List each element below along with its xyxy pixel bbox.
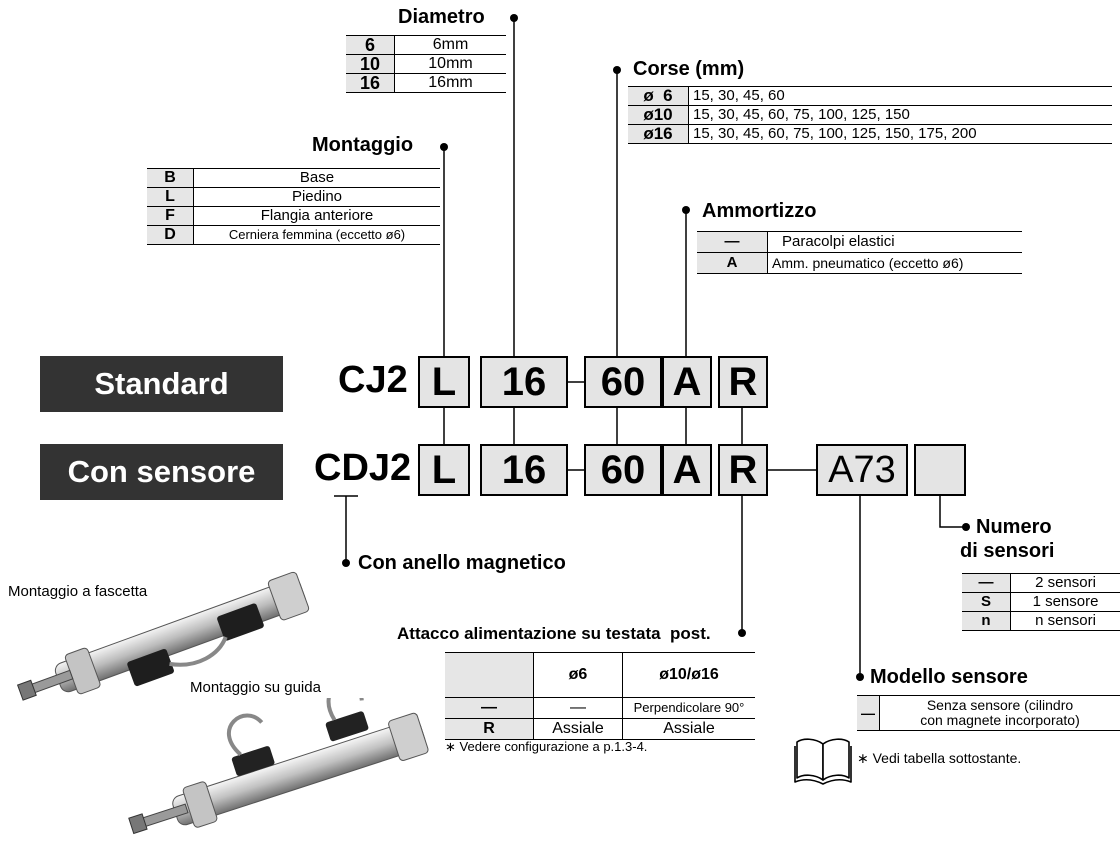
modello-note: ∗ Vedi tabella sottostante. xyxy=(857,750,1022,766)
standard-cushion-box: A xyxy=(662,356,712,408)
photo-label-rail: Montaggio su guida xyxy=(190,679,321,696)
standard-port-box: R xyxy=(718,356,768,408)
table-row: — — Perpendicolare 90° xyxy=(445,697,755,719)
table-row: —Paracolpi elastici xyxy=(697,231,1022,253)
sensor-prefix: CDJ2 xyxy=(314,447,412,489)
corse-title: Corse (mm) xyxy=(633,58,745,80)
con-sensore-label: Con sensore xyxy=(40,444,283,500)
standard-stroke-box: 60 xyxy=(584,356,662,408)
numero-title-2: di sensori xyxy=(960,540,1055,562)
book-icon xyxy=(794,738,852,785)
table-row: ø6 ø10/ø16 xyxy=(445,652,755,698)
standard-prefix: CJ2 xyxy=(338,359,408,401)
cylinder-band-mount-image xyxy=(16,571,310,701)
modello-desc-line2: con magnete incorporato) xyxy=(920,712,1080,728)
photo-label-band: Montaggio a fascetta xyxy=(8,583,148,600)
attacco-note: ∗ Vedere configurazione a p.1.3-4. xyxy=(445,739,648,754)
magnet-title: Con anello magnetico xyxy=(358,552,566,574)
diametro-title: Diametro xyxy=(398,6,485,28)
modello-desc-line1: Senza sensore (cilindro xyxy=(926,697,1074,713)
ammortizzo-title: Ammortizzo xyxy=(702,200,817,222)
attacco-title: Attacco alimentazione su testata post. xyxy=(397,624,711,643)
standard-bore-box: 16 xyxy=(480,356,568,408)
sensor-cushion-box: A xyxy=(662,444,712,496)
sensor-mount-box: L xyxy=(418,444,470,496)
modello-table: — Senza sensore (cilindro con magnete in… xyxy=(857,695,1120,731)
montaggio-title: Montaggio xyxy=(312,134,414,156)
sensor-bore-box: 16 xyxy=(480,444,568,496)
sensor-stroke-box: 60 xyxy=(584,444,662,496)
cylinder-rail-mount-image xyxy=(128,698,429,835)
attacco-table: ø6 ø10/ø16 — — Perpendicolare 90° R Assi… xyxy=(445,652,755,740)
table-row: — Senza sensore (cilindro con magnete in… xyxy=(857,695,1120,731)
modello-title: Modello sensore xyxy=(870,666,1028,688)
sensor-qty-box xyxy=(914,444,966,496)
standard-label: Standard xyxy=(40,356,283,412)
numero-title-1: Numero xyxy=(976,516,1052,538)
standard-mount-box: L xyxy=(418,356,470,408)
sensor-port-box: R xyxy=(718,444,768,496)
sensor-model-box: A73 xyxy=(816,444,908,496)
table-row: —2 sensori xyxy=(962,573,1120,593)
table-row: R Assiale Assiale xyxy=(445,718,755,740)
